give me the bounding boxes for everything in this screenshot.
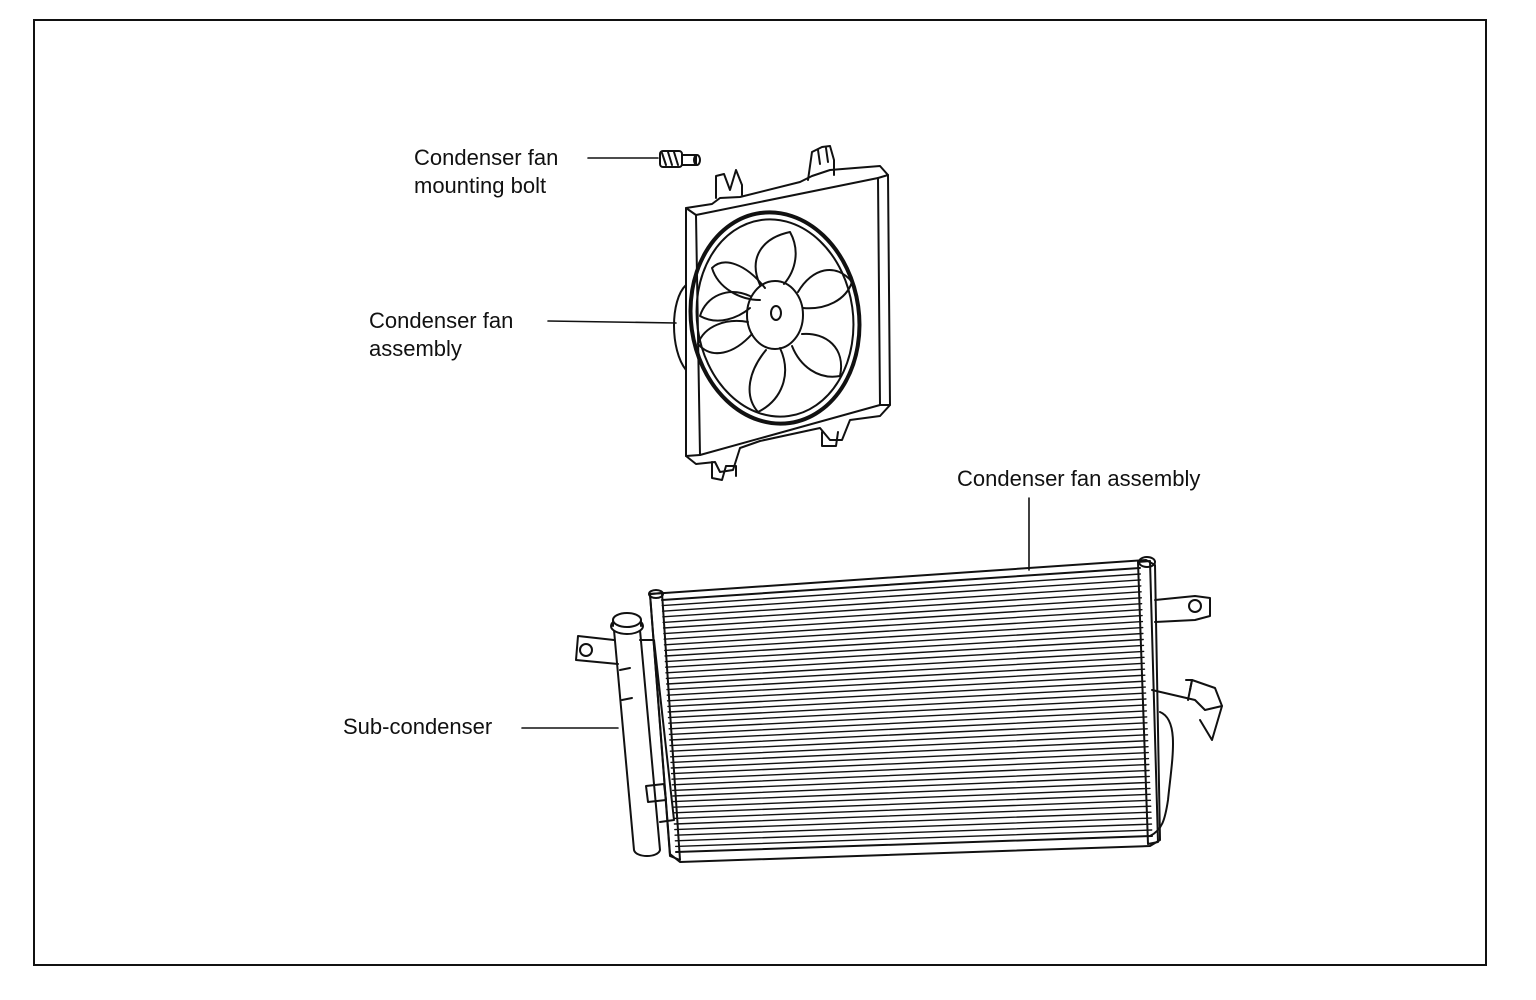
condenser-fin — [664, 620, 1144, 652]
condenser-fin — [669, 716, 1148, 741]
condenser-fin — [674, 811, 1152, 831]
label-condenser-fan-assembly: Condenser fan assembly — [957, 466, 1201, 491]
label-mounting-bolt-line2: mounting bolt — [414, 173, 547, 198]
condenser-fin — [671, 757, 1150, 780]
condenser-fin — [665, 650, 1145, 680]
condenser-fin — [667, 686, 1147, 713]
condenser-fin — [672, 781, 1151, 803]
condenser-fin — [662, 597, 1143, 629]
condenser-fin — [674, 817, 1152, 836]
condenser-fin — [663, 603, 1143, 635]
condenser-fin — [665, 644, 1145, 674]
condenser-fin — [674, 823, 1153, 842]
condenser-fin — [672, 775, 1151, 797]
condenser-fin — [663, 609, 1143, 640]
condenser-fin — [662, 585, 1142, 618]
leader-lines — [521, 157, 1030, 729]
condenser-fin — [671, 769, 1150, 792]
condenser-fin — [672, 787, 1151, 808]
condenser-fin — [666, 662, 1146, 691]
condenser-fin — [675, 829, 1153, 848]
label-mounting-bolt-line1: Condenser fan — [414, 145, 559, 170]
condenser-fin — [673, 793, 1151, 814]
condenser-fin — [670, 751, 1150, 775]
condenser-fin — [661, 573, 1142, 607]
condenser-fins — [661, 573, 1153, 848]
condenser-fin — [668, 698, 1147, 724]
label-fan-assembly-line1: Condenser fan — [369, 308, 514, 333]
sub-condenser-drawing — [575, 612, 675, 857]
label-mounting-bolt: Condenser fan mounting bolt — [414, 144, 558, 200]
label-fan-assembly-line2: assembly — [369, 336, 462, 361]
condenser-fin — [670, 746, 1149, 769]
mounting-bolt-drawing — [659, 150, 701, 168]
label-sub-condenser: Sub-condenser — [343, 714, 493, 739]
fan-assembly-drawing — [673, 145, 891, 481]
label-fan-assembly: Condenser fan assembly — [369, 307, 513, 363]
condenser-fin — [664, 632, 1144, 663]
condenser-fin — [673, 799, 1152, 820]
condenser-fin — [666, 668, 1146, 696]
condenser-fin — [670, 734, 1149, 758]
condenser-fin — [667, 692, 1147, 719]
condenser-fin — [664, 626, 1144, 657]
condenser-fin — [665, 638, 1144, 668]
condenser-fin — [668, 704, 1147, 730]
condenser-fin — [673, 805, 1152, 825]
condenser-fin — [667, 680, 1146, 708]
condenser-fin — [661, 579, 1142, 612]
condenser-fin — [668, 710, 1148, 736]
leader-fan-assembly — [547, 320, 677, 324]
condenser-fin — [669, 728, 1148, 752]
condenser-fin — [666, 656, 1145, 685]
condenser-fin — [666, 674, 1146, 702]
condenser-fin — [671, 763, 1150, 786]
condenser-fin — [669, 722, 1148, 747]
condenser-fin — [663, 614, 1143, 646]
condenser-fin — [662, 591, 1142, 624]
condenser-fin — [670, 740, 1149, 764]
